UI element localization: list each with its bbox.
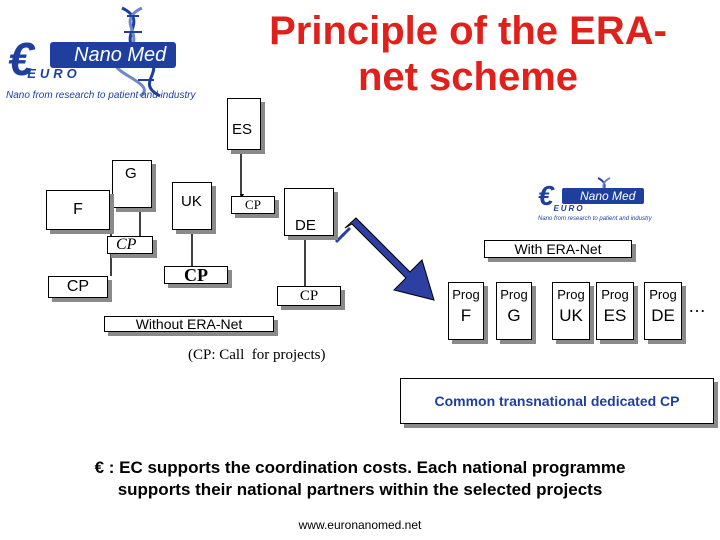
call-box-de: CP <box>277 286 341 306</box>
programme-prog-label: Prog <box>649 287 677 302</box>
without-era-net-text: Without ERA-Net <box>135 316 243 332</box>
programme-box-de: Prog DE <box>644 282 682 340</box>
country-box-de: DE <box>284 188 334 236</box>
logo-brand-letters: EURO <box>27 66 81 81</box>
programme-country-label: UK <box>559 306 583 325</box>
country-box-g: G <box>112 160 152 208</box>
programme-country-label: DE <box>651 306 675 325</box>
country-box-es: ES <box>227 98 261 150</box>
small-logo-tagline: Nano from research to patient and indust… <box>538 216 652 222</box>
without-era-net-label: Without ERA-Net <box>104 316 274 332</box>
programme-box-f: Prog F <box>448 282 484 340</box>
programme-country-label: G <box>507 306 521 325</box>
programme-country-label: ES <box>603 306 627 325</box>
country-box-f: F <box>46 190 110 230</box>
common-cp-text: Common transnational dedicated CP <box>434 393 680 409</box>
with-era-net-text: With ERA-Net <box>514 241 602 257</box>
country-label-uk: UK <box>181 193 202 210</box>
website: www.euronanomed.net <box>298 518 422 532</box>
common-cp-box: Common transnational dedicated CP <box>400 378 714 424</box>
with-era-net-label: With ERA-Net <box>484 240 632 258</box>
euronanomed-logo-small: € Nano Med EURO Nano from research to pa… <box>536 176 676 226</box>
country-label-g: G <box>125 165 137 182</box>
small-logo-brand-letters: EURO <box>553 204 585 213</box>
logo-brand-name: Nano Med <box>74 44 167 66</box>
call-label-f: CP <box>66 278 90 295</box>
logo-tagline: Nano from research to patient and indust… <box>6 90 196 101</box>
programme-box-es: Prog ES <box>596 282 634 340</box>
call-box-es: CP <box>231 196 275 214</box>
legend-note: (CP: Call for projects) <box>188 347 326 363</box>
ec-note-line-2: supports their national partners within … <box>117 480 603 499</box>
country-box-uk: UK <box>172 182 212 230</box>
programme-prog-label: Prog <box>500 287 528 302</box>
programme-prog-label: Prog <box>557 287 585 302</box>
call-box-uk: CP <box>164 264 228 285</box>
big-arrow <box>344 217 435 301</box>
page-title: Principle of the ERA-net scheme <box>269 9 667 99</box>
call-label-g: CP <box>116 236 137 253</box>
more-programmes-ellipsis: … <box>688 296 706 316</box>
programme-box-uk: Prog UK <box>552 282 590 340</box>
ec-note-line-1: € : EC supports the coordination costs. … <box>94 458 626 477</box>
programme-prog-label: Prog <box>601 287 629 302</box>
programme-prog-label: Prog <box>452 287 480 302</box>
call-label-de: CP <box>299 287 319 304</box>
programme-box-g: Prog G <box>496 282 532 340</box>
country-label-de: DE <box>295 217 316 234</box>
call-label-uk: CP <box>184 264 208 285</box>
programme-country-label: F <box>460 306 472 325</box>
call-box-g: CP <box>107 236 153 254</box>
call-label-es: CP <box>245 197 261 212</box>
call-box-f: CP <box>48 276 108 298</box>
country-label-es: ES <box>232 121 253 138</box>
euronanomed-logo: € Nano Med EURO Nano from research to pa… <box>2 2 222 107</box>
small-logo-brand-name: Nano Med <box>580 189 636 203</box>
country-label-f: F <box>73 201 83 218</box>
